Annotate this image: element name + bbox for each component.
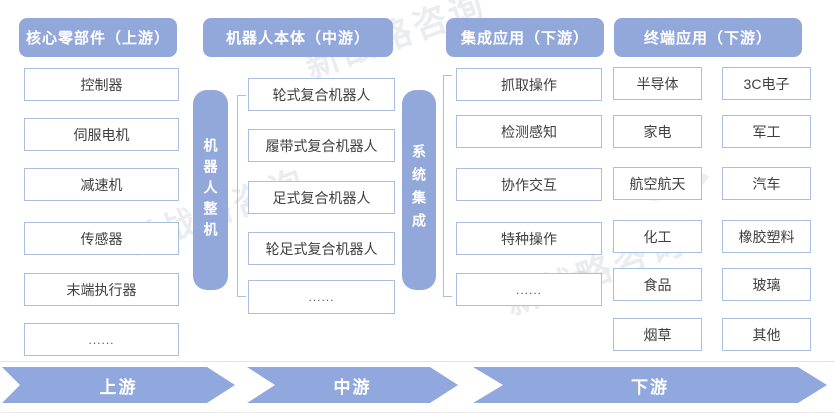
terminal-item-box: 化工 (613, 220, 702, 253)
terminal-item-box: 航空航天 (613, 167, 702, 200)
terminal-item-box: 玻璃 (722, 268, 811, 301)
upstream-item-box: 伺服电机 (24, 118, 179, 151)
strip-robot-whole-machine: 机器人整机 (193, 90, 228, 290)
terminal-item-box: 烟草 (613, 318, 702, 351)
terminal-item-box: 半导体 (613, 67, 702, 100)
strip-system-integration: 系统集成 (402, 90, 436, 290)
terminal-item-box: 家电 (613, 115, 702, 148)
integration-ellipsis-box: ...... (456, 273, 602, 306)
terminal-item-box: 军工 (722, 115, 811, 148)
upstream-item-box: 传感器 (24, 222, 179, 255)
terminal-item-box: 3C电子 (722, 67, 811, 100)
flow-arrow-midstream: 中游 (247, 367, 458, 403)
header-core-components: 核心零部件（上游） (19, 18, 177, 57)
integration-item-box: 协作交互 (456, 168, 602, 201)
terminal-item-box: 其他 (722, 318, 811, 351)
midstream-item-box: 足式复合机器人 (248, 181, 395, 214)
header-terminal-application: 终端应用（下游） (614, 18, 802, 57)
header-robot-body: 机器人本体（中游） (203, 18, 393, 57)
upstream-item-box: 减速机 (24, 168, 179, 201)
integration-item-box: 抓取操作 (456, 68, 602, 101)
upstream-item-box: 控制器 (24, 68, 179, 101)
bracket (443, 75, 452, 297)
integration-item-box: 检测感知 (456, 115, 602, 148)
bracket (237, 95, 246, 297)
midstream-ellipsis-box: ...... (248, 280, 395, 314)
terminal-item-box: 橡胶塑料 (722, 220, 811, 253)
divider-line (0, 361, 835, 362)
divider-line (0, 412, 835, 413)
header-integrated-application: 集成应用（下游） (446, 18, 604, 57)
terminal-item-box: 汽车 (722, 167, 811, 200)
midstream-item-box: 轮足式复合机器人 (248, 232, 395, 265)
integration-item-box: 特种操作 (456, 222, 602, 255)
upstream-ellipsis-box: ...... (24, 323, 179, 356)
midstream-item-box: 轮式复合机器人 (248, 78, 395, 111)
midstream-item-box: 履带式复合机器人 (248, 129, 395, 162)
terminal-item-box: 食品 (613, 268, 702, 301)
upstream-item-box: 末端执行器 (24, 273, 179, 306)
flow-arrow-upstream: 上游 (2, 367, 235, 403)
flow-arrow-downstream: 下游 (473, 367, 827, 403)
